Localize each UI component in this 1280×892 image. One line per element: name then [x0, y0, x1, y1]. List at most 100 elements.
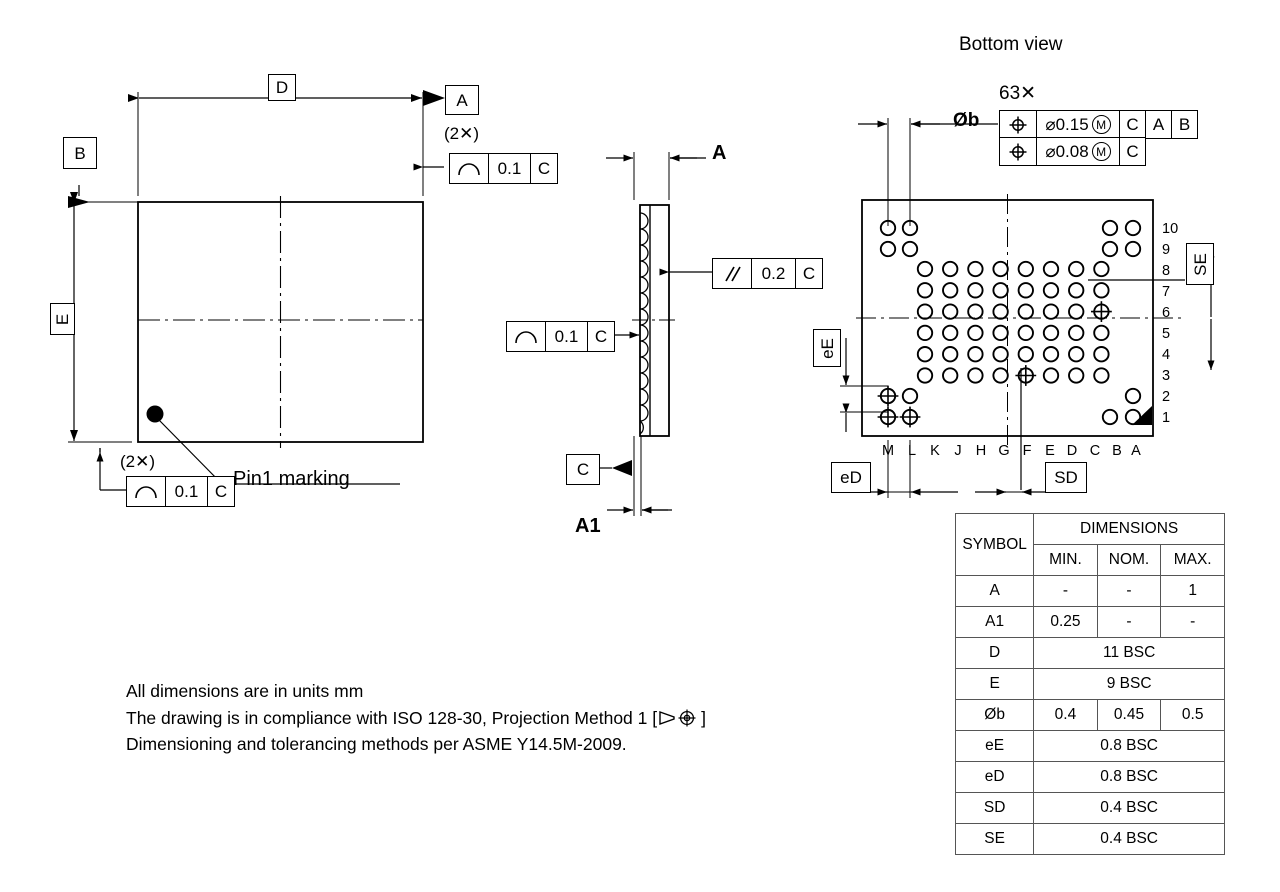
datum-label-B: B — [63, 137, 97, 169]
cell-symbol: eD — [954, 761, 1035, 793]
ball-K3 — [916, 367, 934, 384]
profile-of-surface-icon — [507, 322, 546, 351]
cell-symbol: A1 — [954, 606, 1035, 638]
row-label-8: 8 — [1162, 263, 1170, 279]
cell-nom: - — [1096, 606, 1162, 638]
fcf-parallelism: 0.2 C — [712, 258, 823, 289]
fcf-primary-tol-text: ⌀0.15 — [1045, 114, 1089, 134]
dim-label-D-text: D — [275, 78, 289, 97]
bottom-view-title-text: Bottom view — [959, 34, 1063, 55]
ball-C6 — [1091, 301, 1112, 322]
dim-label-A-side-text: A — [712, 142, 727, 164]
qty-2x-top: (2✕) — [444, 124, 479, 144]
row-label-1: 1 — [1162, 410, 1170, 426]
ball-H8 — [967, 260, 984, 278]
datum-label-B-text: B — [74, 143, 86, 163]
mmc-modifier-icon: M — [1091, 142, 1111, 161]
ball-M9 — [879, 240, 897, 258]
ball-C3 — [1093, 367, 1110, 384]
ball-count-text: 63✕ — [999, 83, 1037, 104]
ball-K6 — [916, 303, 934, 320]
row-label-9: 9 — [1162, 242, 1170, 258]
cell-symbol: SE — [954, 823, 1035, 855]
note-line-2-close: ] — [701, 707, 706, 728]
ball-E7 — [1042, 282, 1060, 299]
ball-E3 — [1042, 367, 1060, 384]
position-symbol-icon — [1000, 138, 1037, 165]
row-label-4: 4 — [1162, 347, 1170, 363]
column-label-G: G — [998, 443, 1009, 459]
datum-label-A: A — [445, 85, 479, 115]
cell-max: 1 — [1160, 575, 1225, 607]
pitch-label-eE: eE — [813, 329, 841, 367]
ball-B10 — [1101, 219, 1119, 237]
column-label-J: J — [954, 443, 961, 459]
offset-label-SE: SE — [1186, 243, 1214, 285]
cell-value-span: 11 BSC — [1033, 637, 1225, 669]
pitch-label-eD: eD — [831, 462, 871, 493]
fcf-secondary-tol-text: ⌀0.08 — [1045, 141, 1089, 161]
dim-label-A1: A1 — [575, 515, 601, 538]
column-label-H: H — [976, 443, 986, 459]
qty-2x-bottom-text: (2✕) — [120, 452, 156, 471]
cell-symbol: eE — [954, 730, 1035, 762]
dim-label-E-text: E — [53, 313, 72, 325]
ball-M2 — [877, 385, 899, 407]
column-label-M: M — [882, 443, 894, 459]
cell-symbol: E — [954, 668, 1035, 700]
header-min: MIN. — [1033, 544, 1098, 576]
ball-B1 — [1101, 408, 1119, 426]
pitch-label-eE-text: eE — [817, 337, 837, 359]
header-dimensions: DIMENSIONS — [1033, 513, 1225, 545]
fcf-profile-side-tol: 0.1 — [546, 322, 588, 351]
qty-2x-bottom: (2✕) — [120, 452, 155, 472]
ball-J4 — [942, 346, 959, 363]
row-label-2: 2 — [1162, 389, 1170, 405]
ball-L9 — [901, 240, 919, 258]
ball-A10 — [1124, 219, 1142, 237]
table-row: A--1 — [954, 575, 1225, 607]
ball-F5 — [1017, 324, 1034, 342]
ball-K4 — [916, 346, 934, 363]
ball-G7 — [992, 282, 1009, 299]
pin1-marking-label: Pin1 marking — [233, 468, 350, 491]
ball-D4 — [1068, 346, 1085, 363]
offset-label-SE-text: SE — [1190, 252, 1210, 276]
ball-F8 — [1017, 260, 1034, 278]
cell-min: - — [1033, 575, 1098, 607]
ball-H5 — [967, 324, 984, 342]
ball-A9 — [1124, 240, 1142, 258]
offset-label-SD-text: SD — [1054, 468, 1078, 487]
bottom-view-title: Bottom view — [959, 34, 1062, 56]
cell-value-span: 9 BSC — [1033, 668, 1225, 700]
ball-H7 — [967, 282, 984, 299]
ball-M1 — [877, 406, 899, 428]
ball-G4 — [992, 346, 1009, 363]
cell-symbol: A — [954, 575, 1035, 607]
table-header-row-2: MIN. NOM. MAX. — [956, 544, 1225, 576]
row-label-3: 3 — [1162, 368, 1170, 384]
fcf-profile-side-datum: C — [594, 326, 608, 346]
row-label-7: 7 — [1162, 284, 1170, 300]
column-label-B: B — [1112, 443, 1122, 459]
ball-D6 — [1068, 303, 1085, 320]
profile-of-surface-icon — [127, 477, 166, 506]
fcf-profile-bottom-datum: C — [214, 481, 228, 501]
ball-G8 — [992, 260, 1009, 278]
pin1-triangle-bottom-view — [1132, 406, 1152, 425]
ball-G3 — [992, 367, 1009, 384]
fcf-position-primary: ⌀0.15 M C A B — [999, 110, 1198, 139]
ball-E6 — [1042, 303, 1060, 320]
ball-L2 — [901, 387, 919, 405]
note-line-2-text: The drawing is in compliance with ISO 12… — [126, 707, 658, 728]
column-label-E: E — [1045, 443, 1055, 459]
ball-H6 — [967, 303, 984, 320]
fcf-profile-top-datum: C — [537, 158, 551, 178]
dim-label-E: E — [50, 303, 75, 335]
fcf-profile-top: 0.1 C — [449, 153, 558, 184]
pitch-label-eD-text: eD — [840, 468, 862, 487]
ball-L1 — [899, 406, 921, 428]
